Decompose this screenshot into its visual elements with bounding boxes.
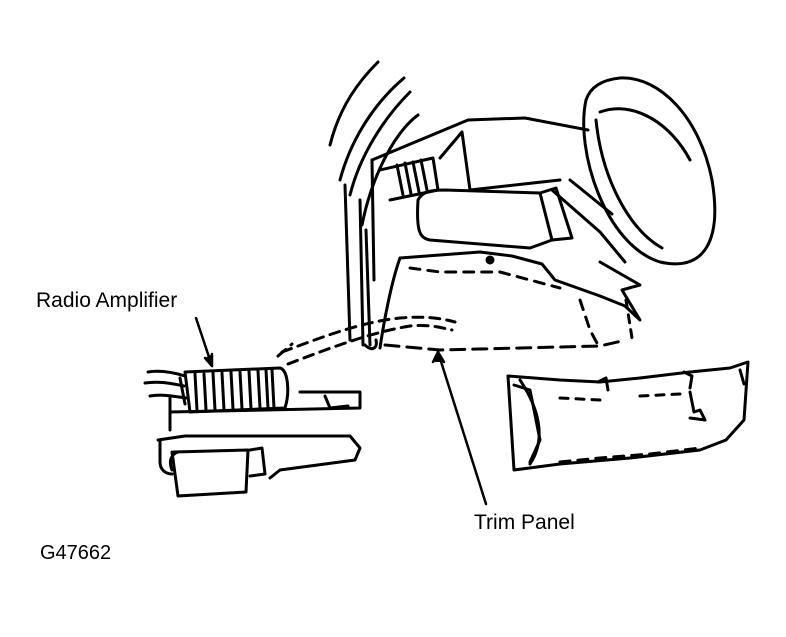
leader-arrow-amp [203,352,214,368]
lower-bracket [156,390,362,498]
radio-amplifier-label: Radio Amplifier [36,289,178,312]
leader-trim-panel [436,350,488,506]
steering-wheel [550,76,717,266]
trim-panel [506,360,750,472]
radio-amplifier [143,366,290,414]
trim-panel-outline [383,266,634,352]
figure-id-label: G47662 [40,542,112,564]
trim-panel-label: Trim Panel [474,511,575,534]
a-pillar [328,60,420,351]
wiring-harness [276,315,457,366]
leader-lines [194,316,488,506]
leader-arrow-trim [431,350,446,364]
glove-box-opening [378,186,642,350]
dashboard [370,116,590,282]
